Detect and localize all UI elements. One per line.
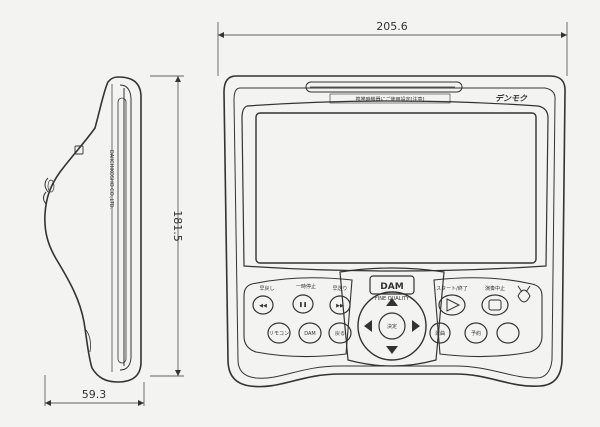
- screen: [255, 112, 537, 264]
- reserve-label: 予約: [471, 330, 481, 337]
- stop-label: 演奏中止: [485, 285, 505, 292]
- stop-button[interactable]: [481, 294, 509, 316]
- dpad-down-icon[interactable]: [386, 346, 398, 354]
- start-label: スタート/終了: [436, 285, 468, 292]
- height-dimension: 181.5: [171, 210, 184, 242]
- crest-icon: [517, 285, 531, 303]
- rewind-button[interactable]: ◀◀: [252, 295, 274, 315]
- pause-button[interactable]: ❚❚: [292, 294, 314, 314]
- play-icon: [446, 298, 461, 312]
- dpad-center-label: 決定: [387, 323, 397, 330]
- side-view: 181.5 59.3 DAIICHIKOSHO CO.,LTD.: [43, 75, 184, 406]
- dam-label: DAM: [304, 331, 316, 337]
- front-body-outline: [223, 75, 566, 388]
- pause-icon: ❚❚: [299, 302, 307, 308]
- forward-button[interactable]: ▶▶: [329, 295, 351, 315]
- start-button[interactable]: [438, 294, 466, 316]
- side-manufacturer-text: DAIICHIKOSHO CO.,LTD.: [108, 150, 114, 210]
- forward-label: 早送り: [332, 285, 347, 292]
- stop-icon: [488, 299, 502, 311]
- caution-strip-label: 携帯時機器にご使用設定[注意]: [356, 96, 425, 103]
- reserve-button[interactable]: 予約: [464, 322, 488, 344]
- remote-button[interactable]: リモコン: [267, 322, 291, 344]
- denmoku-logo: デンモク: [495, 93, 528, 103]
- dam-button[interactable]: DAM: [298, 322, 322, 344]
- depth-dimension: 59.3: [82, 388, 107, 401]
- width-dimension: 205.6: [376, 20, 408, 33]
- front-view: 205.6 携帯時機器にご使用設定[注意] デンモク DAM FINE QUAL…: [217, 20, 568, 388]
- brand-logo: DAM: [380, 282, 403, 292]
- pause-label: 一時停止: [296, 283, 316, 290]
- dpad-right-icon[interactable]: [412, 320, 420, 332]
- select-button[interactable]: 選曲: [429, 322, 451, 344]
- remote-label: リモコン: [269, 331, 289, 337]
- back-button[interactable]: 戻る: [328, 322, 352, 344]
- select-label: 選曲: [435, 330, 445, 337]
- dpad[interactable]: 決定: [357, 291, 427, 361]
- forward-icon: ▶▶: [336, 303, 344, 309]
- rewind-label: 早戻し: [259, 285, 274, 292]
- rewind-icon: ◀◀: [259, 303, 267, 309]
- dpad-left-icon[interactable]: [364, 320, 372, 332]
- dpad-up-icon[interactable]: [386, 298, 398, 306]
- back-label: 戻る: [335, 330, 345, 337]
- extra-button[interactable]: [496, 322, 520, 344]
- side-body-outline: [44, 76, 142, 383]
